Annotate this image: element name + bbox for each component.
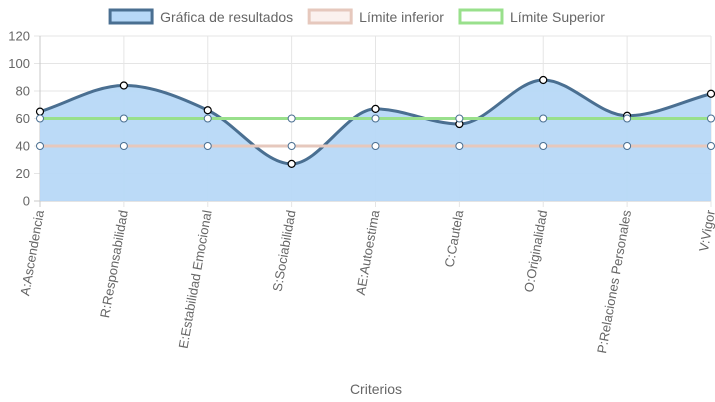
y-tick-label: 120: [8, 29, 30, 44]
data-point-lower-limit: [623, 142, 632, 150]
x-tick-label: C:Cautela: [442, 208, 467, 268]
data-point-lower-limit: [707, 142, 715, 150]
data-point-results: [371, 104, 380, 113]
x-tick-label: R:Responsabilidad: [97, 209, 131, 319]
data-point-upper-limit: [371, 114, 380, 123]
legend-label: Límite inferior: [359, 9, 444, 25]
data-point-results: [706, 89, 715, 98]
y-tick-label: 40: [16, 139, 30, 154]
legend-swatch: [108, 8, 154, 25]
x-tick-label: V:Vigor: [696, 208, 715, 253]
legend-label: Límite Superior: [510, 9, 605, 25]
legend-label: Gráfica de resultados: [160, 9, 293, 25]
data-point-results: [539, 75, 548, 85]
data-point-upper-limit: [707, 114, 715, 123]
data-point-lower-limit: [287, 142, 296, 150]
data-point-lower-limit: [203, 142, 212, 150]
x-axis-title: Criterios: [350, 381, 402, 397]
y-tick-label: 60: [16, 111, 30, 126]
legend-swatch: [307, 8, 353, 25]
y-tick-label: 20: [16, 166, 30, 181]
y-tick-label: 100: [8, 56, 30, 71]
data-point-results: [203, 106, 212, 115]
y-tick-label: 80: [16, 84, 30, 99]
legend-item-results[interactable]: Gráfica de resultados: [108, 8, 293, 25]
x-tick-label: S:Sociabilidad: [270, 209, 299, 293]
x-tick-label: A:Ascendencia: [17, 208, 47, 297]
data-point-upper-limit: [455, 114, 464, 123]
x-tick-label: E:Estabilidad Emocional: [176, 209, 215, 350]
data-point-upper-limit: [623, 114, 632, 123]
data-point-lower-limit: [539, 142, 548, 150]
data-point-upper-limit: [36, 114, 44, 123]
y-axis-ticks: 0 20 40 60 80 100 120: [8, 29, 30, 209]
y-tick-label: 0: [23, 194, 30, 209]
x-axis-ticks: A:Ascendencia R:Responsabilidad E:Estabili…: [17, 208, 715, 354]
data-point-upper-limit: [287, 114, 296, 123]
data-point-results: [287, 159, 296, 168]
data-point-results: [119, 81, 128, 90]
x-tick-label: O:Originalidad: [521, 209, 550, 293]
data-point-upper-limit: [119, 114, 128, 123]
data-point-lower-limit: [371, 142, 380, 150]
legend-item-upper-limit[interactable]: Límite Superior: [458, 8, 605, 25]
data-point-results: [35, 107, 45, 116]
data-point-upper-limit: [539, 114, 548, 123]
data-point-lower-limit: [119, 142, 128, 150]
legend[interactable]: Gráfica de resultados Límite inferior Lími…: [108, 8, 605, 25]
data-point-lower-limit: [455, 142, 464, 150]
legend-item-lower-limit[interactable]: Límite inferior: [307, 8, 444, 25]
point-layer: [35, 75, 715, 168]
x-tick-label: P:Relaciones Personales: [594, 208, 634, 354]
data-point-lower-limit: [36, 142, 44, 150]
x-tick-label: AE:Autoestima: [353, 208, 383, 296]
legend-swatch: [458, 8, 504, 25]
data-point-upper-limit: [203, 114, 212, 123]
